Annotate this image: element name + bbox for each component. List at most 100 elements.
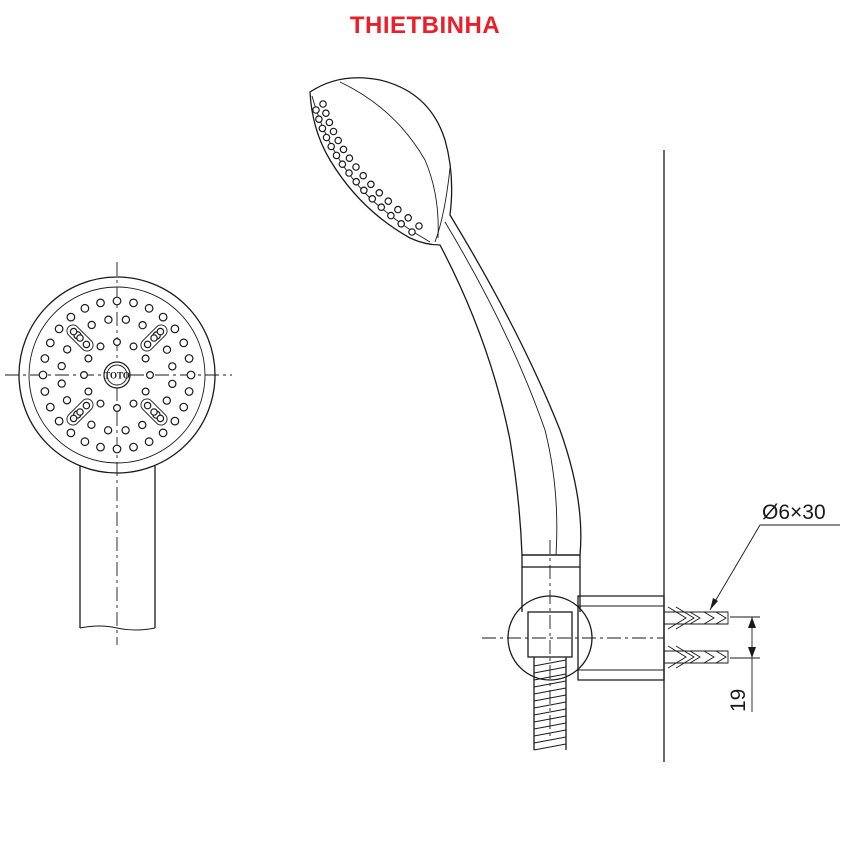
dim-arrow-bottom <box>748 647 756 658</box>
nozzle-hole <box>76 408 84 416</box>
side-nozzle <box>415 222 423 230</box>
nozzle-hole <box>144 437 154 447</box>
nozzle-hole <box>168 362 177 371</box>
hose-rib <box>533 701 567 709</box>
side-nozzle <box>329 127 338 136</box>
spray-slot <box>66 324 94 352</box>
nozzle-hole <box>112 404 121 413</box>
side-nozzles <box>312 100 423 236</box>
nozzle-hole <box>143 340 152 349</box>
leader-arrowhead <box>710 598 718 610</box>
logo-ring <box>106 364 128 386</box>
nozzle-hole <box>66 428 76 438</box>
side-nozzle <box>322 109 330 118</box>
nozzle-hole <box>82 340 91 349</box>
hose-rib <box>533 659 567 667</box>
side-nozzle <box>334 136 343 145</box>
nozzle-hole <box>129 442 138 452</box>
nozzle-hole <box>57 379 66 388</box>
side-nozzle <box>352 163 360 171</box>
anchor-size-label: Ø6×30 <box>762 501 826 524</box>
nozzle-hole <box>87 420 96 429</box>
nozzle-hole <box>103 426 113 435</box>
head-rim-line <box>339 81 439 239</box>
nozzle-hole <box>87 320 96 330</box>
side-nozzle <box>322 133 331 142</box>
front-view: TOTO <box>5 262 232 645</box>
nozzle-hole <box>156 327 165 336</box>
side-nozzle <box>367 180 375 189</box>
handset-body <box>309 77 582 556</box>
nozzle-hole <box>80 437 90 447</box>
nozzle-hole <box>129 298 138 308</box>
nozzle-hole <box>84 387 93 396</box>
side-nozzle <box>338 160 347 169</box>
nozzle-hole <box>184 387 194 396</box>
nozzle-hole <box>162 345 172 354</box>
side-nozzle <box>397 220 406 228</box>
hose-rib <box>533 743 567 751</box>
side-nozzle <box>384 197 393 206</box>
wall-bracket <box>577 595 665 681</box>
nozzle-hole <box>112 444 122 454</box>
head-back-line <box>434 167 451 243</box>
nozzle-hole <box>40 354 50 363</box>
nozzle-hole <box>96 298 105 308</box>
spray-slot <box>140 398 168 426</box>
side-nozzle <box>408 228 416 236</box>
handle-inner-line <box>444 221 558 556</box>
nozzle-hole <box>144 303 154 313</box>
side-nozzle <box>387 211 395 220</box>
nozzle-hole <box>158 312 168 322</box>
watermark-title: THIETBINHA <box>349 12 501 39</box>
hose-rib <box>533 708 567 716</box>
side-nozzle <box>394 205 402 214</box>
side-nozzle <box>345 169 353 177</box>
side-nozzle <box>404 214 413 222</box>
nozzle-hole <box>179 402 189 412</box>
nozzle-hole <box>96 342 105 351</box>
nozzle-hole <box>40 387 50 396</box>
nozzle-hole <box>143 401 152 410</box>
nozzle-hole <box>138 420 147 430</box>
nozzle-hole <box>162 396 171 405</box>
nozzle-hole <box>112 296 122 306</box>
spray-face-edge <box>311 95 431 243</box>
side-nozzle <box>312 106 320 114</box>
side-nozzle <box>352 177 361 186</box>
logo-disc <box>103 361 131 389</box>
side-nozzle <box>368 195 377 203</box>
side-nozzle <box>339 145 348 154</box>
nozzle-hole <box>141 387 150 396</box>
spray-nozzles <box>38 296 196 454</box>
nozzle-hole <box>79 371 88 380</box>
anchor-spacing-label: 19 <box>727 689 750 712</box>
nozzle-hole <box>179 338 189 348</box>
wall-anchor-upper <box>664 606 729 630</box>
dim-arrow-top <box>748 617 756 628</box>
nozzle-hole <box>84 354 93 363</box>
nozzle-hole <box>121 315 131 324</box>
nozzle-hole <box>80 303 90 313</box>
nozzle-hole <box>45 338 55 348</box>
nozzle-hole <box>150 334 158 342</box>
nozzle-hole <box>96 399 105 408</box>
side-nozzle <box>325 118 334 127</box>
nozzle-hole <box>170 324 180 334</box>
nozzle-hole <box>82 401 91 410</box>
side-nozzle <box>375 189 384 197</box>
side-nozzle <box>315 115 323 124</box>
side-nozzle <box>318 124 327 133</box>
nozzle-hole <box>156 414 165 423</box>
nozzle-hole <box>76 334 84 342</box>
side-nozzle <box>332 151 341 160</box>
nozzle-hole <box>184 354 194 363</box>
nozzle-hole <box>186 370 196 380</box>
side-nozzle <box>319 100 327 108</box>
nozzle-hole <box>170 416 180 426</box>
anchor-leader-line <box>709 524 840 611</box>
nozzle-hole <box>146 371 155 380</box>
nozzle-hole <box>150 408 158 416</box>
nozzle-hole <box>54 324 64 334</box>
